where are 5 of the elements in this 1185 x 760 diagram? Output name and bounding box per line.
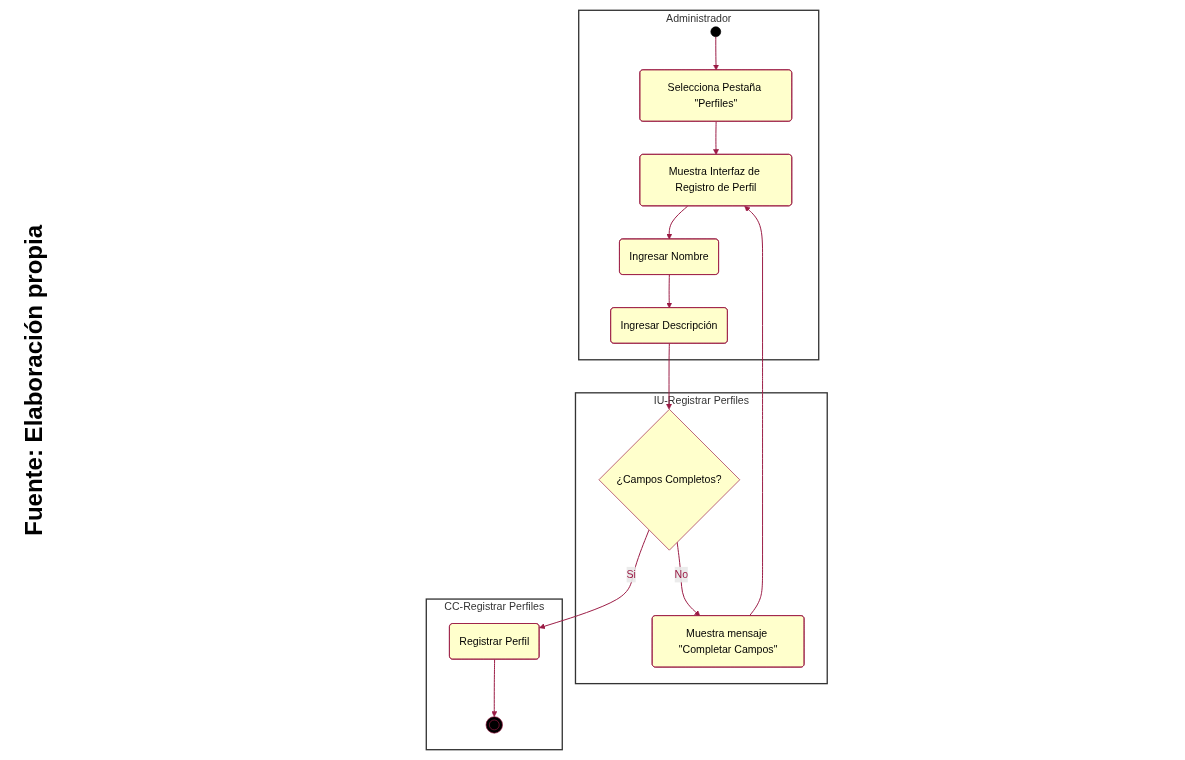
edge-label: No [674, 568, 688, 580]
edge-label: Si [626, 568, 636, 580]
caption: Fuente: Elaboración propia [20, 224, 48, 536]
node-diamond: ¿Campos Completos? [598, 409, 740, 551]
node-circle [710, 26, 721, 38]
